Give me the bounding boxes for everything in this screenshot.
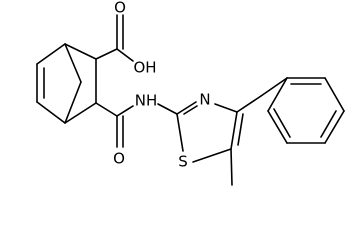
thiazole-ring — [176, 101, 244, 186]
bond — [95, 102, 118, 117]
bond — [230, 111, 238, 150]
bond — [116, 48, 134, 62]
bond — [267, 110, 288, 144]
bond — [267, 77, 288, 112]
carboxylic-acid-group — [95, 14, 134, 62]
atom-label-oh: OH — [133, 59, 156, 77]
bond — [64, 102, 97, 124]
bond — [36, 43, 66, 65]
bond — [176, 101, 197, 115]
bond — [320, 110, 337, 138]
bond — [183, 105, 198, 115]
bond — [64, 43, 82, 83]
phenyl-ring — [236, 77, 345, 144]
bond — [192, 148, 232, 163]
bond — [230, 148, 233, 186]
atom-label-o: O — [113, 150, 125, 168]
bond — [260, 77, 288, 97]
bond — [157, 103, 178, 115]
bond — [236, 95, 262, 113]
bond — [214, 103, 238, 113]
atom-label-s: S — [178, 153, 188, 171]
atom-label-o: O — [114, 0, 126, 17]
bond — [36, 101, 66, 124]
bond — [64, 43, 97, 60]
atom-label-nh: NH — [135, 92, 158, 110]
bond — [95, 48, 118, 60]
bond — [116, 105, 134, 117]
bond — [324, 110, 345, 144]
chemical-structure-diagram: OH O O NH N S — [36, 0, 345, 186]
norbornene-ring — [36, 43, 97, 124]
bond — [237, 113, 244, 146]
bond — [64, 81, 82, 124]
atom-label-n: N — [199, 91, 210, 109]
bond — [273, 108, 291, 138]
bond — [324, 77, 345, 112]
bond — [176, 113, 184, 152]
amide-group — [95, 102, 178, 148]
